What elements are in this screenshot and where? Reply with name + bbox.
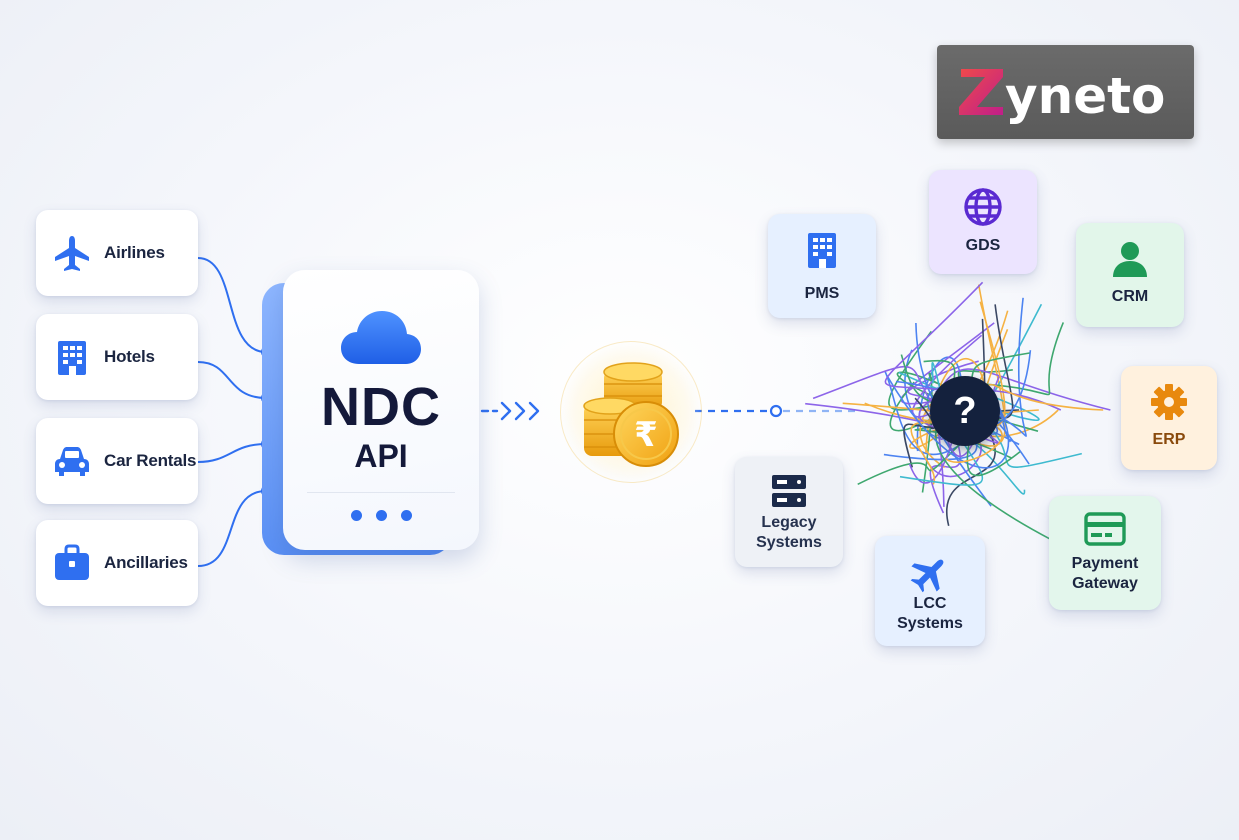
zyneto-logo: yneto bbox=[959, 67, 1165, 125]
chevron-flow-arrows bbox=[480, 401, 540, 421]
source-card-airlines: Airlines bbox=[36, 210, 198, 296]
link-node bbox=[769, 404, 783, 418]
tangled-line bbox=[910, 421, 959, 485]
target-label: ERP bbox=[1152, 431, 1186, 448]
tangled-line bbox=[939, 368, 1111, 411]
target-label: Payment Gateway bbox=[1071, 555, 1139, 592]
target-card-crm: CRM bbox=[1076, 223, 1184, 327]
airplane-icon bbox=[52, 233, 92, 273]
briefcase-icon bbox=[52, 543, 92, 583]
chevron-right-icon bbox=[528, 401, 540, 421]
ndc-api-card: NDC API bbox=[283, 270, 479, 550]
card-icon bbox=[1049, 512, 1161, 546]
airplane-icon bbox=[875, 552, 985, 594]
target-label: Legacy Systems bbox=[756, 514, 822, 551]
dot bbox=[375, 510, 387, 521]
target-card-payment-gateway: Payment Gateway bbox=[1049, 496, 1161, 610]
target-label: CRM bbox=[1111, 288, 1149, 305]
ndc-subtitle: API bbox=[354, 438, 408, 474]
source-label: Ancillaries bbox=[104, 553, 188, 572]
tangled-line bbox=[931, 362, 944, 400]
target-label: LCC Systems bbox=[897, 595, 963, 632]
gear-icon bbox=[1121, 382, 1217, 422]
target-card-legacy-systems: Legacy Systems bbox=[735, 457, 843, 567]
car-icon bbox=[52, 441, 92, 481]
source-label: Airlines bbox=[104, 243, 165, 262]
server-icon bbox=[735, 473, 843, 509]
question-hub: ? bbox=[930, 376, 1000, 446]
source-card-car-rentals: Car Rentals bbox=[36, 418, 198, 504]
source-label: Car Rentals bbox=[104, 451, 197, 470]
rupee-coin-stack-icon: ₹ bbox=[583, 362, 679, 467]
hotel-building-icon bbox=[52, 337, 92, 377]
divider bbox=[307, 492, 455, 493]
pagination-dots bbox=[283, 510, 479, 521]
dot bbox=[350, 510, 362, 521]
connector-hotels bbox=[197, 361, 267, 399]
cloud-icon bbox=[341, 311, 421, 364]
brand-logo: yneto bbox=[937, 45, 1194, 139]
target-card-gds: GDS bbox=[929, 170, 1037, 274]
person-icon bbox=[1076, 239, 1184, 279]
target-card-lcc-systems: LCC Systems bbox=[875, 536, 985, 646]
target-card-pms: PMS bbox=[768, 214, 876, 318]
connector-airlines bbox=[197, 257, 267, 353]
source-card-ancillaries: Ancillaries bbox=[36, 520, 198, 606]
target-label: GDS bbox=[965, 237, 1001, 254]
dot bbox=[400, 510, 412, 521]
chevron-right-icon bbox=[500, 401, 512, 421]
rupee-symbol: ₹ bbox=[634, 415, 658, 455]
building-icon bbox=[768, 230, 876, 270]
dashed-link bbox=[695, 404, 858, 418]
tangled-line bbox=[886, 374, 1010, 469]
tangled-line bbox=[884, 281, 984, 392]
source-connectors bbox=[197, 257, 267, 567]
ndc-title: NDC bbox=[321, 377, 441, 437]
connector-car-rentals bbox=[197, 443, 267, 463]
source-label: Hotels bbox=[104, 347, 155, 366]
chevron-right-icon bbox=[514, 401, 526, 421]
connector-ancillaries bbox=[197, 490, 267, 567]
logo-wordmark: yneto bbox=[1005, 67, 1165, 125]
target-label: PMS bbox=[804, 285, 840, 302]
globe-icon bbox=[929, 186, 1037, 228]
target-card-erp: ERP bbox=[1121, 366, 1217, 470]
source-card-hotels: Hotels bbox=[36, 314, 198, 400]
